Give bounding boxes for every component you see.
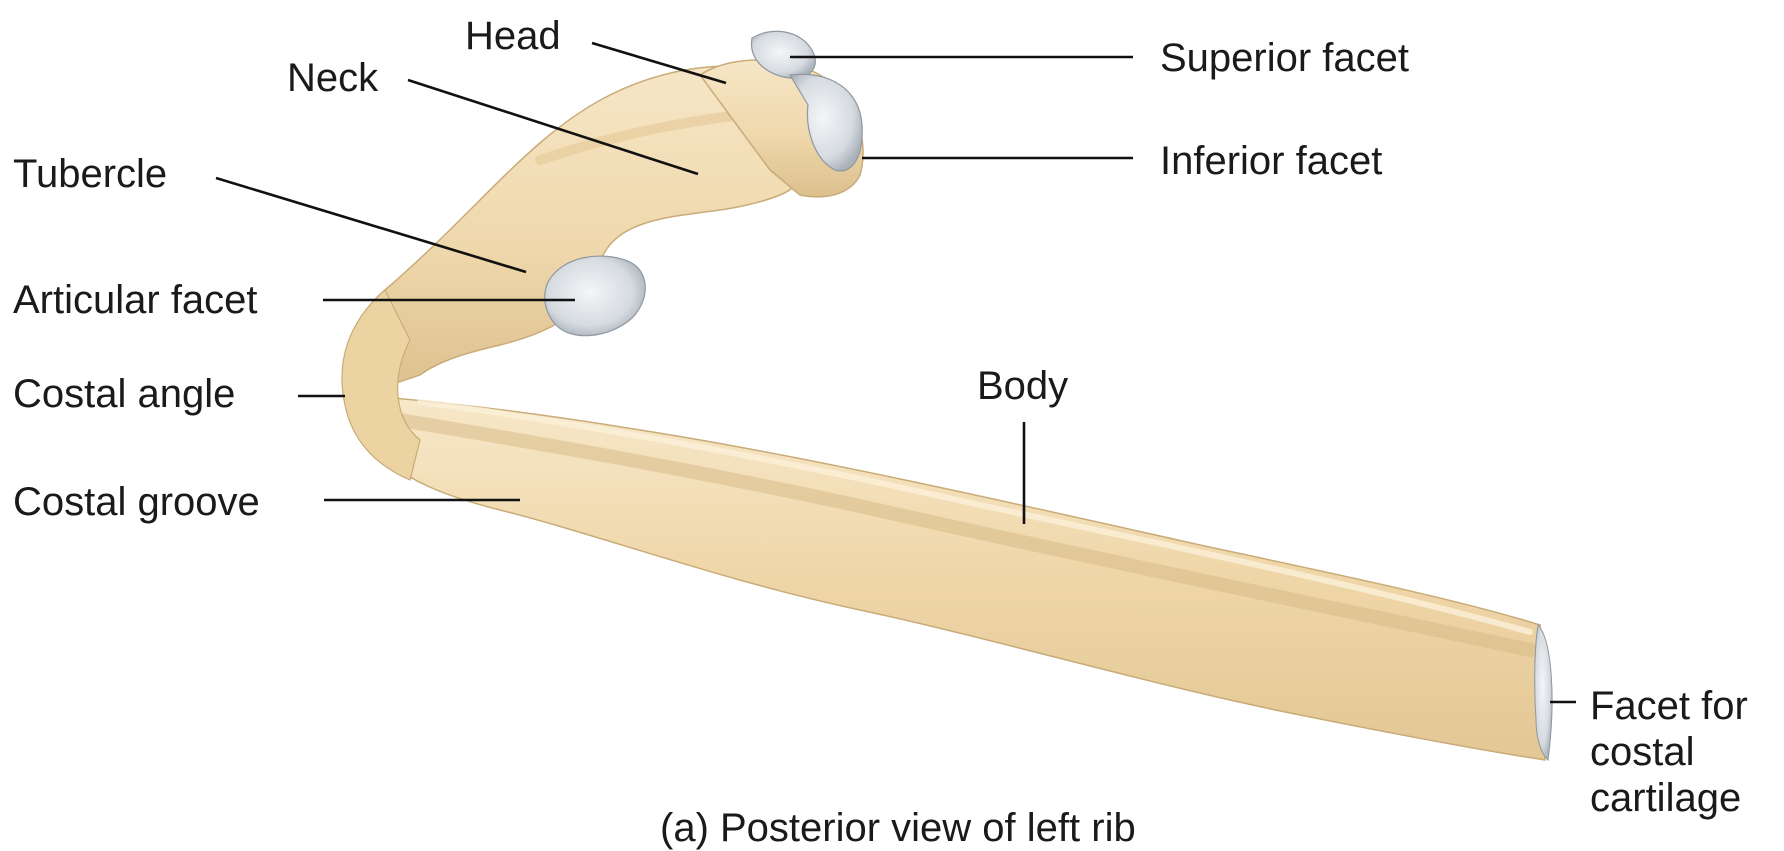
label-neck: Neck [287, 58, 378, 98]
label-head: Head [465, 16, 561, 56]
label-costal-groove: Costal groove [13, 482, 260, 522]
label-inferior-facet: Inferior facet [1160, 141, 1382, 181]
label-costal-angle: Costal angle [13, 374, 235, 414]
articular-facet-shape [545, 256, 646, 336]
label-tubercle: Tubercle [13, 154, 167, 194]
label-facet-for-costal-cartilage: Facet for costal cartilage [1590, 683, 1780, 821]
label-body: Body [977, 366, 1068, 406]
figure-caption: (a) Posterior view of left rib [660, 806, 1136, 851]
label-articular-facet: Articular facet [13, 280, 258, 320]
label-superior-facet: Superior facet [1160, 38, 1409, 78]
